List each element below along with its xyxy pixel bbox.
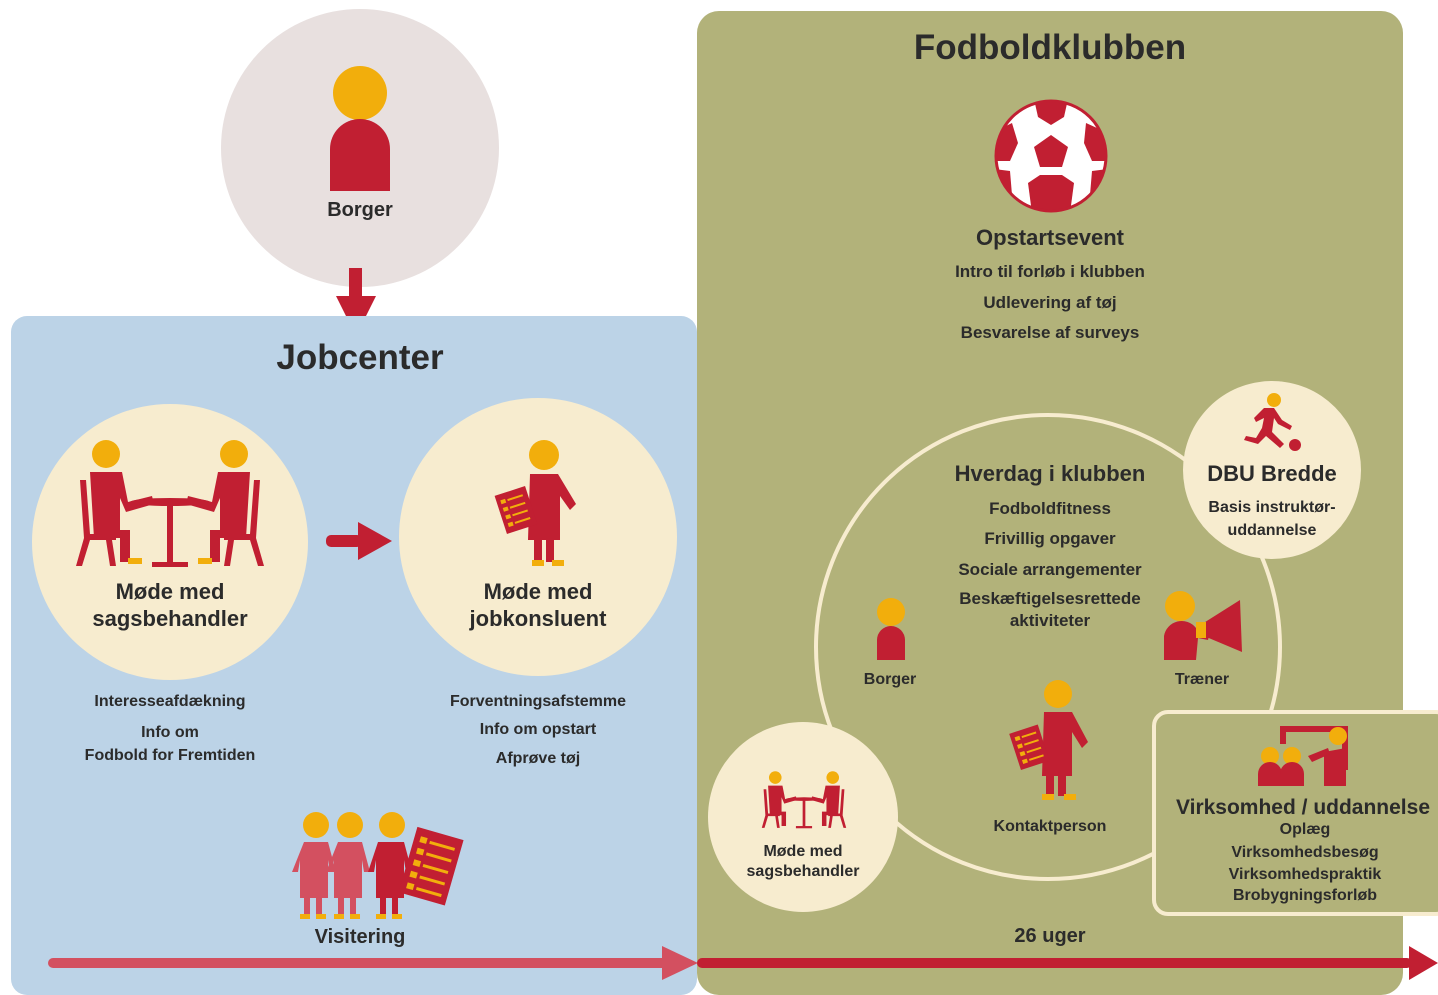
person-icon: [877, 598, 905, 660]
everyday-item: Frivillig opgaver: [984, 529, 1116, 548]
visitering-label: Visitering: [314, 926, 406, 948]
startup-title: Opstartsevent: [976, 225, 1124, 250]
meeting-caseworker-title-2: sagsbehandler: [92, 606, 248, 631]
everyday-item: Beskæftigelsesrettede: [959, 589, 1141, 608]
caseworker-item: Interesseafdækning: [94, 693, 246, 710]
business-item: Virksomhedsbesøg: [1231, 844, 1379, 861]
contact-person-icon: [1009, 680, 1088, 800]
everyday-item: Sociale arrangementer: [958, 560, 1142, 579]
person-icon: [330, 66, 390, 191]
club-meeting-line: sagsbehandler: [746, 863, 860, 880]
trainer-megaphone-icon: [1164, 591, 1242, 660]
borger-top-label: Borger: [327, 199, 393, 221]
timeline-arrow-club: [697, 946, 1438, 980]
jobcenter-title: Jobcenter: [276, 338, 444, 377]
startup-item: Besvarelse af surveys: [960, 323, 1140, 342]
everyday-title: Hverdag i klubben: [954, 461, 1146, 486]
timeline-arrow-visitering: [48, 946, 698, 980]
caseworker-item: Info om: [141, 724, 199, 741]
arrow-right-icon: [326, 522, 392, 560]
meeting-caseworker-title-1: Møde med: [115, 579, 225, 604]
meeting-table-icon: [76, 440, 264, 567]
everyday-item: Fodboldfitness: [989, 499, 1111, 518]
everyday-item: aktiviteter: [1009, 611, 1091, 630]
business-item: Brobygningsforløb: [1233, 887, 1377, 904]
meeting-consultant-title-2: jobkonsluent: [469, 606, 607, 631]
kicking-player-icon: [1244, 393, 1301, 451]
business-item: Oplæg: [1279, 821, 1331, 838]
consultant-item: Afprøve tøj: [495, 750, 581, 767]
contact-label: Kontaktperson: [993, 818, 1107, 835]
caseworker-item: Fodbold for Fremtiden: [84, 747, 256, 764]
meeting-table-icon: [761, 771, 847, 829]
duration-label: 26 uger: [1014, 925, 1086, 947]
dbu-title: DBU Bredde: [1207, 461, 1337, 486]
dbu-line: Basis instruktør-: [1208, 499, 1336, 516]
startup-item: Intro til forløb i klubben: [955, 262, 1145, 281]
club-meeting-line: Møde med: [763, 843, 843, 860]
meeting-consultant-title-1: Møde med: [483, 579, 593, 604]
business-item: Virksomhedspraktik: [1228, 866, 1382, 883]
business-box: [1152, 710, 1438, 916]
club-title: Fodboldklubben: [913, 28, 1187, 67]
startup-item: Udlevering af tøj: [983, 293, 1117, 312]
football-icon: [994, 99, 1108, 213]
business-title: Virksomhed / uddannelse: [1175, 796, 1431, 819]
everyday-circle: [814, 413, 1282, 881]
consultant-item: Forventningsafstemme: [449, 693, 627, 710]
consultant-person-icon: [494, 440, 576, 566]
dbu-line: uddannelse: [1227, 522, 1317, 539]
club-borger-label: Borger: [863, 671, 917, 688]
people-group-icon: [292, 812, 464, 919]
presentation-icon: [1258, 726, 1348, 786]
consultant-item: Info om opstart: [479, 721, 597, 738]
trainer-label: Træner: [1174, 671, 1230, 688]
